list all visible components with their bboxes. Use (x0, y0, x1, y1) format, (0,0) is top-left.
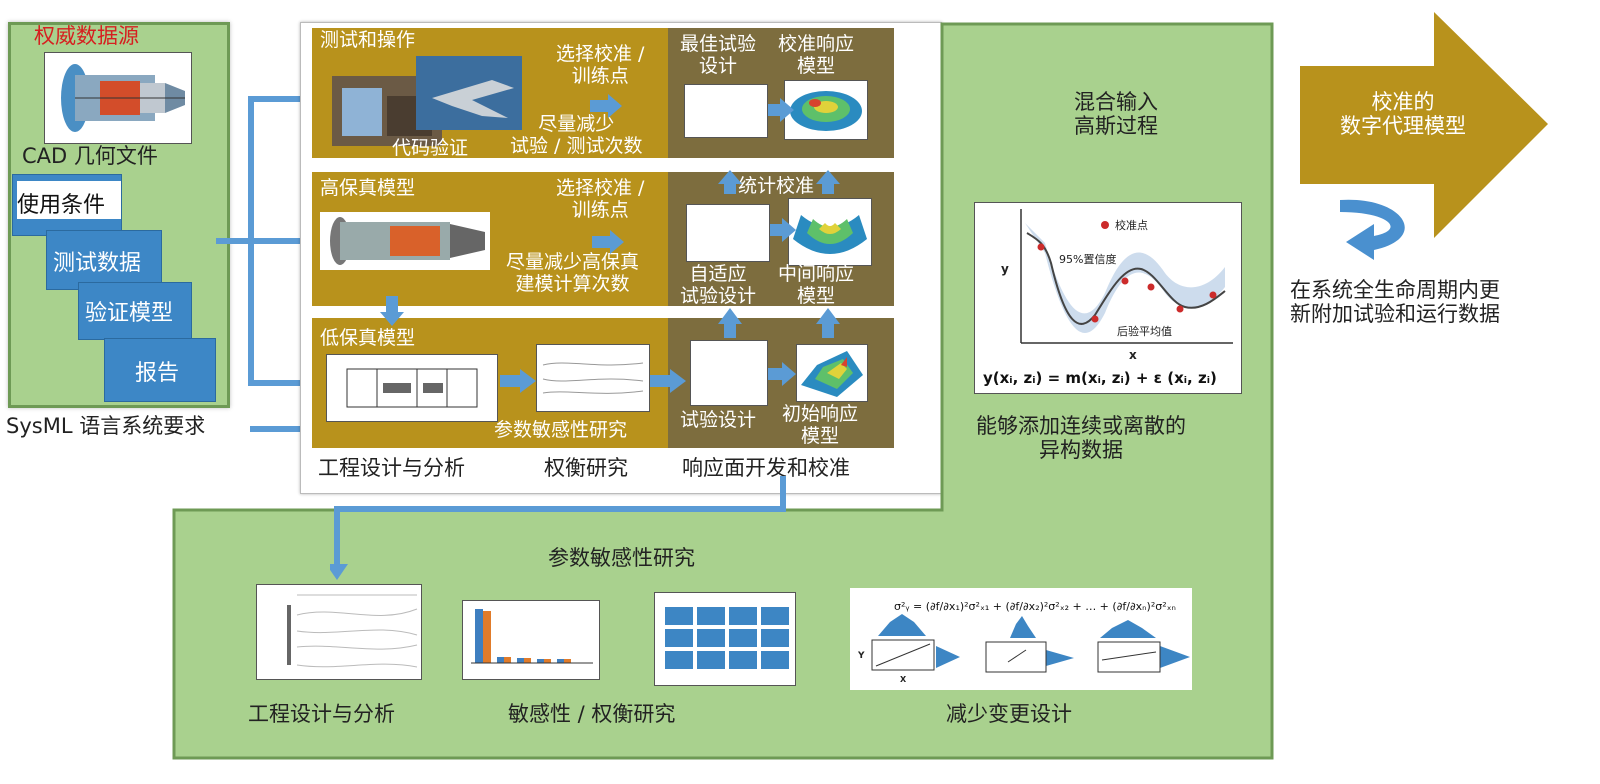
calibrated-surface-card (784, 80, 868, 140)
calibrated-model-text: 校准的 数字代理模型 (1340, 90, 1466, 139)
gp-formula: y(xᵢ, zᵢ) = m(xᵢ, zᵢ) + ε (xᵢ, zᵢ) (983, 369, 1217, 387)
best-design-card (684, 84, 768, 138)
gp-title: 混合输入 高斯过程 (1074, 90, 1158, 139)
doe-label: 试验设计 (680, 409, 757, 431)
test-photo (332, 56, 522, 146)
doc-usage-conditions: 使用条件 (12, 174, 122, 236)
code-verify-label: 代码验证 (392, 137, 469, 159)
doc-report: 报告 (104, 338, 216, 402)
test-select-points: 选择校准 / 训练点 (556, 43, 645, 87)
doc-label: 验证模型 (85, 301, 174, 326)
label-tradeoff: 权衡研究 (544, 456, 628, 480)
gp-mean-label: 后验平均值 (1117, 324, 1172, 338)
doe-card (690, 340, 768, 406)
label-engineering: 工程设计与分析 (318, 456, 465, 480)
doc-label: 使用条件 (17, 193, 106, 218)
eng-analysis-chart (256, 584, 422, 680)
lofi-schematic (326, 354, 498, 422)
doc-label: 测试数据 (53, 251, 142, 276)
test-reduce: 尽量减少 试验 / 测试次数 (510, 113, 643, 157)
calibrated-model-arrow (1300, 12, 1548, 238)
gp-y-axis: y (1001, 262, 1009, 276)
cad-engine-image (44, 52, 192, 144)
cad-caption: CAD 几何文件 (22, 144, 158, 168)
lifecycle-text: 在系统全生命周期内更 新附加试验和运行数据 (1290, 278, 1500, 327)
hifi-select-points: 选择校准 / 训练点 (556, 177, 645, 221)
process-arrows (380, 94, 840, 393)
sensitivity-connector (330, 476, 786, 580)
gp-ci-label: 95%置信度 (1059, 252, 1116, 266)
row-hifi-title: 高保真模型 (320, 177, 416, 199)
sens-label-engineering: 工程设计与分析 (248, 702, 395, 726)
gp-x-axis: x (1129, 348, 1137, 362)
hifi-engine-image (320, 212, 490, 270)
tradeoff-matrix-chart (654, 592, 796, 686)
sens-label-reduce-change: 减少变更设计 (946, 702, 1072, 726)
gp-chart-card: 校准点 95%置信度 后验平均值 y x y(xᵢ, zᵢ) = m(xᵢ, z… (974, 202, 1242, 394)
hifi-reduce: 尽量减少高保真 建模计算次数 (506, 251, 640, 295)
var-x-axis: X (900, 675, 907, 684)
var-y-axis: Y (857, 651, 865, 661)
sensitivity-bar-chart (462, 600, 600, 680)
stat-calib-label: 统计校准 (738, 175, 815, 197)
lofi-param-study: 参数敏感性研究 (494, 419, 628, 441)
gp-caption: 能够添加连续或离散的 异构数据 (976, 414, 1186, 463)
variance-reduction-card: σ²ᵧ = (∂f/∂x₁)²σ²ₓ₁ + (∂f/∂x₂)²σ²ₓ₂ + … … (850, 588, 1192, 690)
label-response-surface: 响应面开发和校准 (682, 456, 850, 480)
initial-label: 初始响应 模型 (782, 403, 859, 447)
variance-formula: σ²ᵧ = (∂f/∂x₁)²σ²ₓ₁ + (∂f/∂x₂)²σ²ₓ₂ + … … (894, 600, 1176, 613)
feedback-loop-arrow (1340, 199, 1405, 260)
sens-label-tradeoff: 敏感性 / 权衡研究 (508, 702, 676, 726)
calibrated-model-label: 校准响应 模型 (778, 33, 855, 77)
gp-legend: 校准点 (1115, 218, 1148, 232)
doc-label: 报告 (135, 361, 180, 386)
initial-surface-card (796, 344, 868, 402)
intermediate-label: 中间响应 模型 (778, 263, 855, 307)
row-test-title: 测试和操作 (320, 29, 416, 51)
best-design-label: 最佳试验 设计 (680, 33, 757, 77)
sysml-requirements: SysML 语言系统要求 (6, 414, 206, 438)
sensitivity-title: 参数敏感性研究 (548, 546, 695, 570)
lofi-sensitivity-chart (536, 344, 650, 412)
doc-test-data: 测试数据 (46, 230, 162, 290)
adaptive-design-card (686, 204, 770, 262)
source-title: 权威数据源 (34, 24, 139, 48)
adaptive-label: 自适应 试验设计 (680, 263, 757, 307)
row-lofi-title: 低保真模型 (320, 327, 416, 349)
